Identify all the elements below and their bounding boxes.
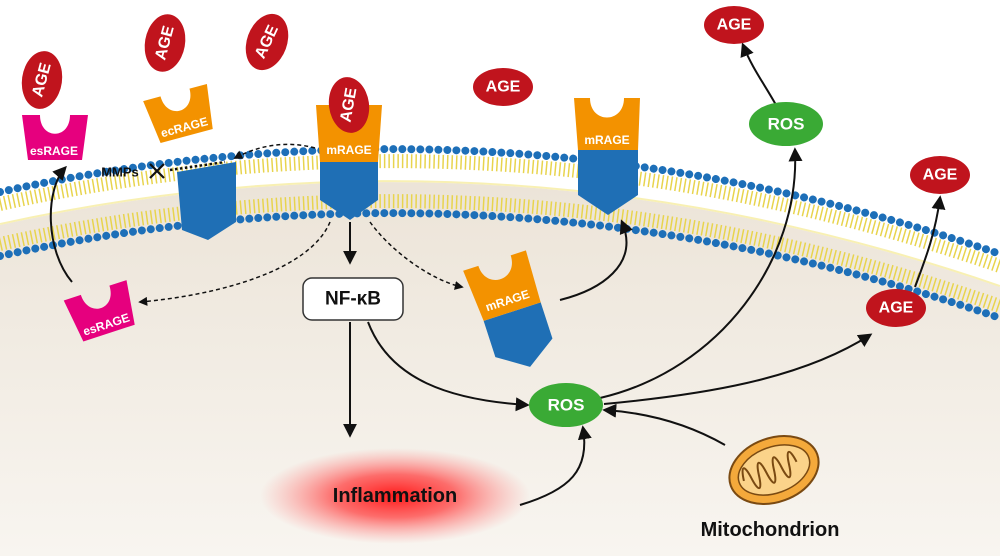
age-bound-molecule: AGE <box>328 77 370 133</box>
mrage-receptor-internal: mRAGE <box>463 250 553 367</box>
mmps-label: MMPs <box>101 165 139 180</box>
svg-text:ROS: ROS <box>548 396 585 415</box>
arrow-dashed-esrage <box>138 221 331 306</box>
mitochondrion-icon <box>728 435 820 505</box>
arrows <box>49 42 946 506</box>
arrow-dashed-mmp <box>233 143 316 159</box>
arrow-age-export <box>914 195 946 288</box>
cleaved-receptor-stub <box>177 162 236 240</box>
arrow-esrage-secretion <box>49 165 73 283</box>
age-molecule: AGE <box>21 51 63 109</box>
esrage-inside: esRAGE <box>63 280 135 342</box>
esrage-outside: esRAGE <box>22 115 88 160</box>
arrow-mito-ros <box>602 403 726 446</box>
mrage-label: mRAGE <box>584 133 629 147</box>
inflammation-glow <box>260 448 530 544</box>
inflammation-label: Inflammation <box>333 485 457 507</box>
age-molecule: AGE <box>245 13 289 71</box>
cell-membrane <box>0 145 1000 322</box>
age-molecule: AGE <box>910 156 970 194</box>
arrow-dashed-internal-mrage <box>369 221 464 290</box>
age-molecule: AGE <box>866 289 926 327</box>
ros-molecule-outside: ROS <box>749 102 823 146</box>
ecrage: ecRAGE <box>143 83 213 143</box>
svg-text:AGE: AGE <box>879 300 914 317</box>
nfkb-label: NF-κB <box>325 289 381 310</box>
arrow-nfkb-ros <box>367 321 530 412</box>
svg-text:AGE: AGE <box>486 79 521 96</box>
age-molecule: AGE <box>473 68 533 106</box>
ros-molecule: ROS <box>529 383 603 427</box>
esrage-label: esRAGE <box>30 144 78 158</box>
nfkb-box: NF-κB <box>302 277 404 321</box>
arrow-inflammation-ros <box>519 425 592 506</box>
svg-text:AGE: AGE <box>338 86 361 123</box>
svg-text:AGE: AGE <box>717 17 752 34</box>
inhibition-x-icon <box>149 163 165 179</box>
arrow-ros-age <box>603 333 873 405</box>
mitochondrion-label: Mitochondrion <box>701 519 840 541</box>
svg-text:ROS: ROS <box>768 115 805 134</box>
age-molecule: AGE <box>144 14 186 72</box>
arrow-ros-age-top <box>740 42 777 106</box>
mrage-label: mRAGE <box>326 143 371 157</box>
svg-text:AGE: AGE <box>923 167 958 184</box>
arrow-mrage-recycle <box>559 219 633 301</box>
mrage-receptor-membrane: mRAGE <box>574 98 640 215</box>
arrow-ros-ros <box>599 147 803 399</box>
mmp-dotted-line <box>169 160 226 172</box>
age-molecule: AGE <box>704 6 764 44</box>
